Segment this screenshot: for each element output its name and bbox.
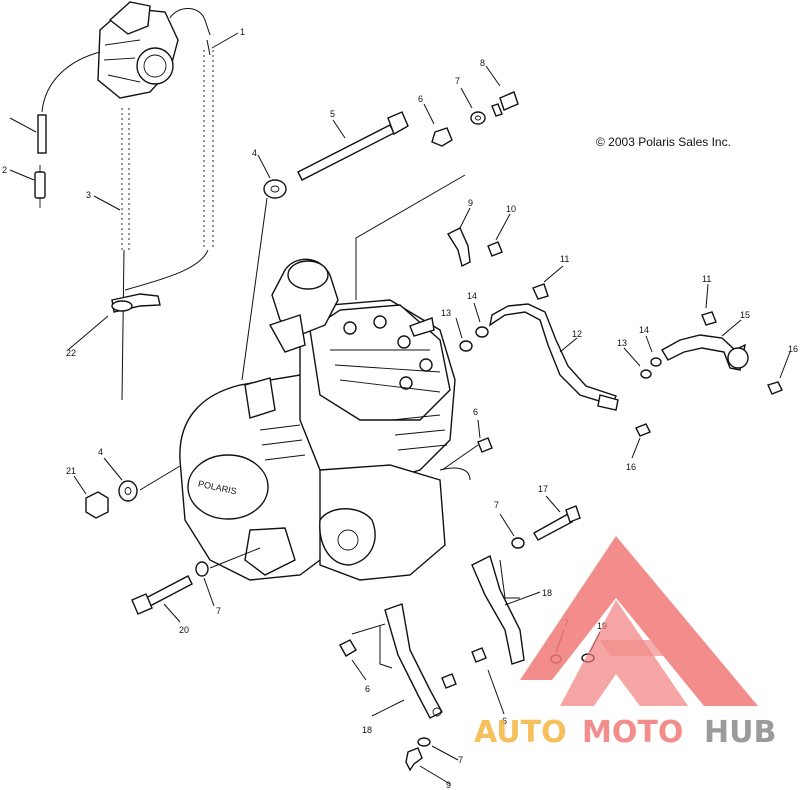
callout-1: 1 xyxy=(240,27,245,37)
callout-4-top: 4 xyxy=(252,148,257,158)
carburetor xyxy=(97,1,211,99)
callout-9-top: 9 xyxy=(468,198,473,208)
bolt-17 xyxy=(533,505,581,541)
callout-19: 19 xyxy=(597,621,607,631)
nut-6-mid xyxy=(477,437,493,453)
nut-6-lower-right xyxy=(441,673,457,689)
callout-5: 5 xyxy=(330,109,335,119)
watermark-moto: MOTO xyxy=(582,715,683,750)
watermark-auto: AUTO xyxy=(474,715,567,750)
washer-14-right xyxy=(650,357,662,367)
callout-7-bottom: 7 xyxy=(458,755,463,765)
callout-16-left: 16 xyxy=(626,462,636,472)
callout-13-left: 13 xyxy=(441,308,451,318)
callout-14-left: 14 xyxy=(467,291,477,301)
leader-lines xyxy=(9,32,791,785)
callout-2: 2 xyxy=(2,165,7,175)
washer-7-bottom xyxy=(417,737,431,747)
fuel-line xyxy=(41,51,101,113)
watermark-hub: HUB xyxy=(704,715,776,750)
callout-18-lower: 18 xyxy=(362,725,372,735)
callout-8: 8 xyxy=(480,58,485,68)
washer-top xyxy=(263,179,287,199)
fuel-line-hose xyxy=(37,114,47,154)
copyright-text: © 2003 Polaris Sales Inc. xyxy=(596,135,731,149)
callout-3: 3 xyxy=(86,190,91,200)
washer-14-left xyxy=(475,326,489,338)
callout-7-mid: 7 xyxy=(494,500,499,510)
hose-clamp-right xyxy=(767,381,783,395)
oil-hose-right xyxy=(661,334,749,371)
callout-11-right: 11 xyxy=(702,274,711,284)
bolt-short-top xyxy=(491,91,519,117)
callout-7-top: 7 xyxy=(455,76,460,86)
callout-10: 10 xyxy=(506,204,516,214)
callout-6-mid: 6 xyxy=(473,407,478,417)
bolt-9-bottom xyxy=(405,747,423,772)
callout-18-upper: 18 xyxy=(542,588,552,598)
nut-6-lower-left xyxy=(339,639,357,657)
callout-17: 17 xyxy=(538,484,548,494)
nut-21 xyxy=(85,491,109,519)
callout-6-lower-left: 6 xyxy=(365,684,370,694)
washer-top-7 xyxy=(470,111,486,125)
bracket-lower xyxy=(384,603,443,719)
clamp xyxy=(111,293,161,313)
vent-line xyxy=(124,39,214,291)
callout-12: 12 xyxy=(572,329,582,339)
vent-line-3 xyxy=(121,108,130,401)
bracket-small xyxy=(446,227,471,268)
callout-7-left: 7 xyxy=(216,606,221,616)
bolt-11-right xyxy=(701,311,717,326)
watermark-triangle-logo xyxy=(520,536,758,706)
bracket-upper xyxy=(471,554,525,665)
callout-21: 21 xyxy=(66,466,76,476)
callout-13-right: 13 xyxy=(617,338,627,348)
bolt-long-top xyxy=(297,111,409,181)
callout-6-top: 6 xyxy=(418,94,423,104)
callout-16-right: 16 xyxy=(788,344,798,354)
callout-11-left: 11 xyxy=(560,254,569,264)
nut-top xyxy=(431,127,453,147)
callout-15: 15 xyxy=(740,310,750,320)
oil-hose-left xyxy=(488,303,619,411)
callout-6-lower-right: 6 xyxy=(502,716,507,726)
bolt-11-left xyxy=(532,283,549,300)
washer-left xyxy=(118,480,138,502)
bolt-20 xyxy=(131,575,193,615)
washer-13-left xyxy=(459,340,473,352)
washer-7-mid xyxy=(511,537,525,549)
callout-14-right: 14 xyxy=(639,325,649,335)
callout-20: 20 xyxy=(179,625,189,635)
engine-assembly: POLARIS xyxy=(179,258,471,581)
nut-6-lower-mid xyxy=(471,647,487,663)
washer-13-right xyxy=(640,369,652,379)
callout-22: 22 xyxy=(66,348,76,358)
hose-clamp-left xyxy=(635,423,651,437)
washer-7-left xyxy=(195,561,209,577)
watermark: AUTO MOTO HUB xyxy=(474,536,776,750)
callout-4-left: 4 xyxy=(98,447,103,457)
fuel-filter xyxy=(34,165,46,208)
bolt-10 xyxy=(487,241,503,257)
callout-9-bottom: 9 xyxy=(446,780,451,790)
